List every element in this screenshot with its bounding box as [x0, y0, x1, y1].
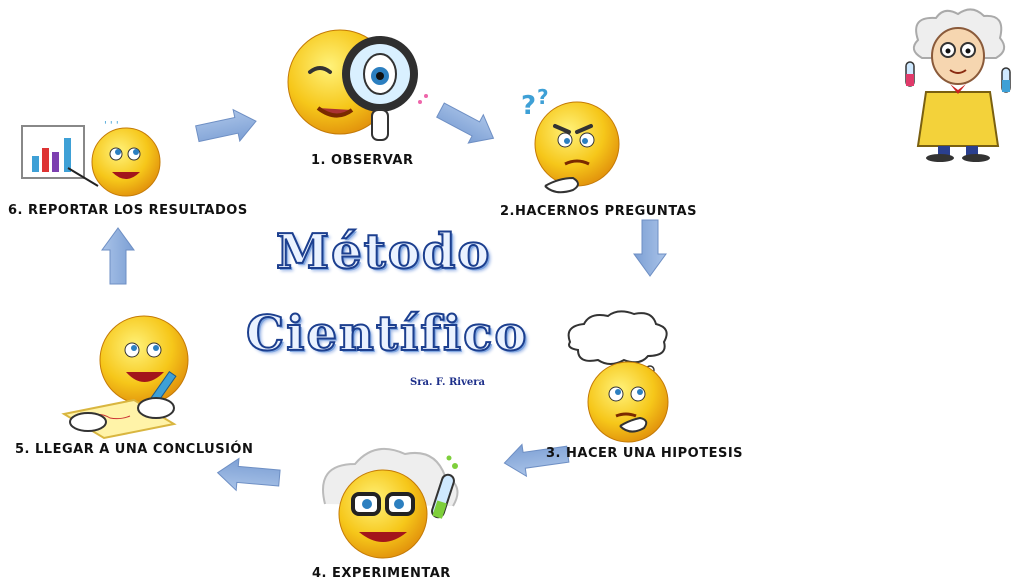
- magnifier-smiley-icon: [287, 29, 428, 141]
- question-smiley-icon: ? ?: [521, 85, 620, 194]
- scientist-cartoon-icon: [905, 8, 1011, 162]
- svg-text:' ' ': ' ' ': [104, 120, 119, 131]
- thinking-smiley-icon: [567, 310, 669, 443]
- step-4-label: 4. EXPERIMENTAR: [312, 566, 451, 581]
- writing-smiley-icon: [61, 315, 189, 440]
- author-credit: Sra. F. Rivera: [410, 377, 486, 388]
- title-metodo: Método: [275, 223, 492, 281]
- step-6-label: 6. REPORTAR LOS RESULTADOS: [8, 203, 248, 218]
- step-3-label: 3. HACER UNA HIPOTESIS: [546, 446, 744, 461]
- arrow-observe-to-question: [436, 102, 495, 144]
- step-2-label: 2.HACERNOS PREGUNTAS: [500, 204, 697, 219]
- svg-text:?: ?: [537, 85, 549, 109]
- title-cientifico: Científico: [245, 305, 529, 363]
- svg-text:?: ?: [521, 91, 536, 121]
- arrow-hypothesis-to-experiment: [503, 443, 570, 478]
- arrow-question-to-hypothesis: [633, 219, 667, 277]
- scientist-smiley-icon: [322, 447, 459, 559]
- arrow-conclusion-to-report: [101, 227, 135, 285]
- arrow-report-to-observe: [195, 108, 257, 143]
- step-5-label: 5. LLEGAR A UNA CONCLUSIÓN: [15, 442, 254, 457]
- presenting-smiley-icon: ' ' ': [21, 120, 161, 197]
- step-1-label: 1. OBSERVAR: [311, 153, 414, 168]
- arrow-experiment-to-conclusion: [216, 457, 281, 492]
